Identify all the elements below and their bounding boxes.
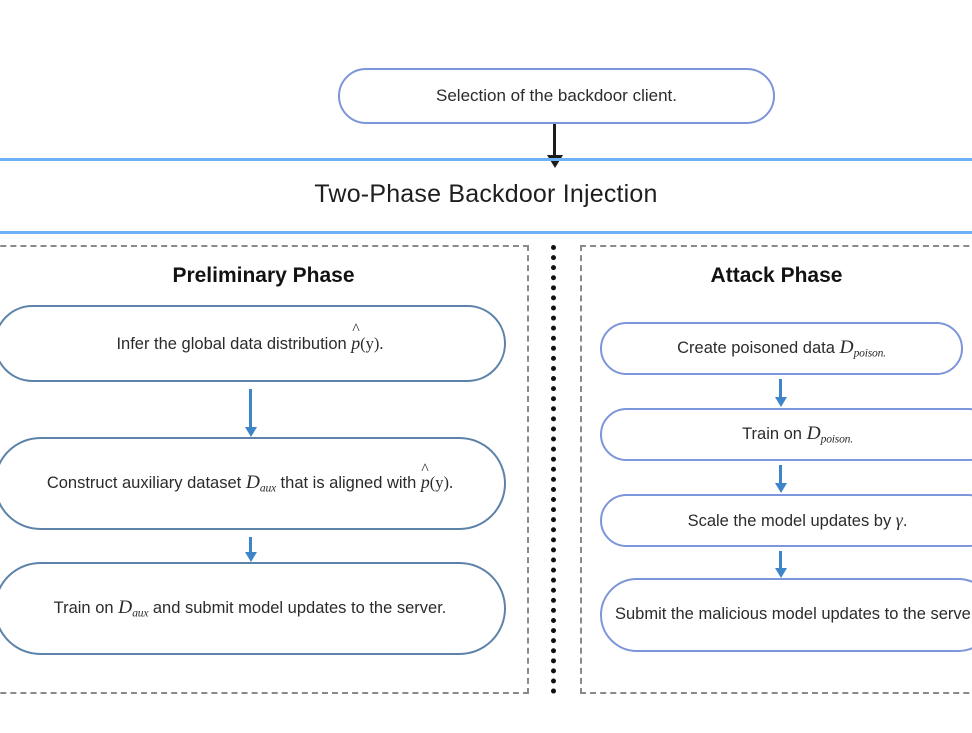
connector-arrow-attack-2-to-3-icon <box>779 465 782 484</box>
step-train-on-poison-box: Train on Dpoison. <box>600 408 972 461</box>
entry-arrow-icon <box>553 124 556 157</box>
selection-of-backdoor-client-box: Selection of the backdoor client. <box>338 68 775 124</box>
text-tail: . <box>850 433 853 446</box>
step-train-on-poison-label: Train on Dpoison. <box>742 421 853 447</box>
step-create-poisoned-data-box: Create poisoned data Dpoison. <box>600 322 963 375</box>
step-scale-model-updates-label: Scale the model updates by γ. <box>688 509 908 532</box>
header-rule-top <box>0 158 972 161</box>
connector-arrow-prelim-1-to-2-icon <box>249 389 252 428</box>
attack-phase-title: Attack Phase <box>710 264 843 287</box>
step-train-and-submit-box: Train on Daux and submit model updates t… <box>0 562 506 655</box>
dataset-subscript: poison <box>820 433 851 446</box>
step-create-poisoned-data-label: Create poisoned data Dpoison. <box>677 335 886 361</box>
text-lead: Train on <box>742 425 807 444</box>
preliminary-phase-panel <box>0 245 529 694</box>
dataset-symbol: D <box>806 423 821 445</box>
text-tail: . <box>902 511 908 530</box>
text-tail: (y). <box>429 473 454 493</box>
text-lead: Train on <box>53 599 119 618</box>
connector-arrow-attack-3-to-4-icon <box>779 551 782 569</box>
step-scale-model-updates-box: Scale the model updates by γ. <box>600 494 972 547</box>
text-lead: Infer the global data distribution <box>116 334 352 353</box>
step-infer-distribution-box: Infer the global data distribution p(y). <box>0 305 506 382</box>
gamma-symbol: γ <box>895 509 903 530</box>
step-train-and-submit-label: Train on Daux and submit model updates t… <box>54 595 447 621</box>
step-infer-distribution-label: Infer the global data distribution p(y). <box>116 332 383 355</box>
dataset-subscript: poison <box>853 347 884 360</box>
dataset-subscript: aux <box>132 607 149 620</box>
attack-phase-panel <box>580 245 972 694</box>
text-lead: Construct auxiliary dataset <box>46 474 246 493</box>
text-mid: that is aligned with <box>275 474 421 493</box>
step-construct-auxiliary-dataset-label: Construct auxiliary dataset Daux that is… <box>47 470 453 496</box>
text-tail: . <box>883 347 886 360</box>
dataset-subscript: aux <box>259 482 276 495</box>
p-hat-symbol: p <box>421 471 430 494</box>
selection-of-backdoor-client-label: Selection of the backdoor client. <box>436 85 677 105</box>
text-lead: Create poisoned data <box>677 339 840 358</box>
dataset-symbol: D <box>245 472 260 494</box>
connector-arrow-attack-1-to-2-icon <box>779 379 782 398</box>
dataset-symbol: D <box>118 597 133 619</box>
step-construct-auxiliary-dataset-box: Construct auxiliary dataset Daux that is… <box>0 437 506 530</box>
page-title: Two-Phase Backdoor Injection <box>314 180 658 208</box>
phase-divider <box>551 245 556 694</box>
connector-arrow-prelim-2-to-3-icon <box>249 537 252 553</box>
dataset-symbol: D <box>839 337 854 359</box>
text-tail: (y). <box>360 333 384 353</box>
p-hat-symbol: p <box>351 332 360 355</box>
step-submit-malicious-updates-box: Submit the malicious model updates to th… <box>600 578 972 652</box>
step-submit-malicious-updates-label: Submit the malicious model updates to th… <box>614 605 972 624</box>
preliminary-phase-title: Preliminary Phase <box>172 264 355 287</box>
text-lead: Scale the model updates by <box>687 511 896 530</box>
header-rule-bottom <box>0 231 972 234</box>
text-tail: and submit model updates to the server. <box>148 599 447 618</box>
